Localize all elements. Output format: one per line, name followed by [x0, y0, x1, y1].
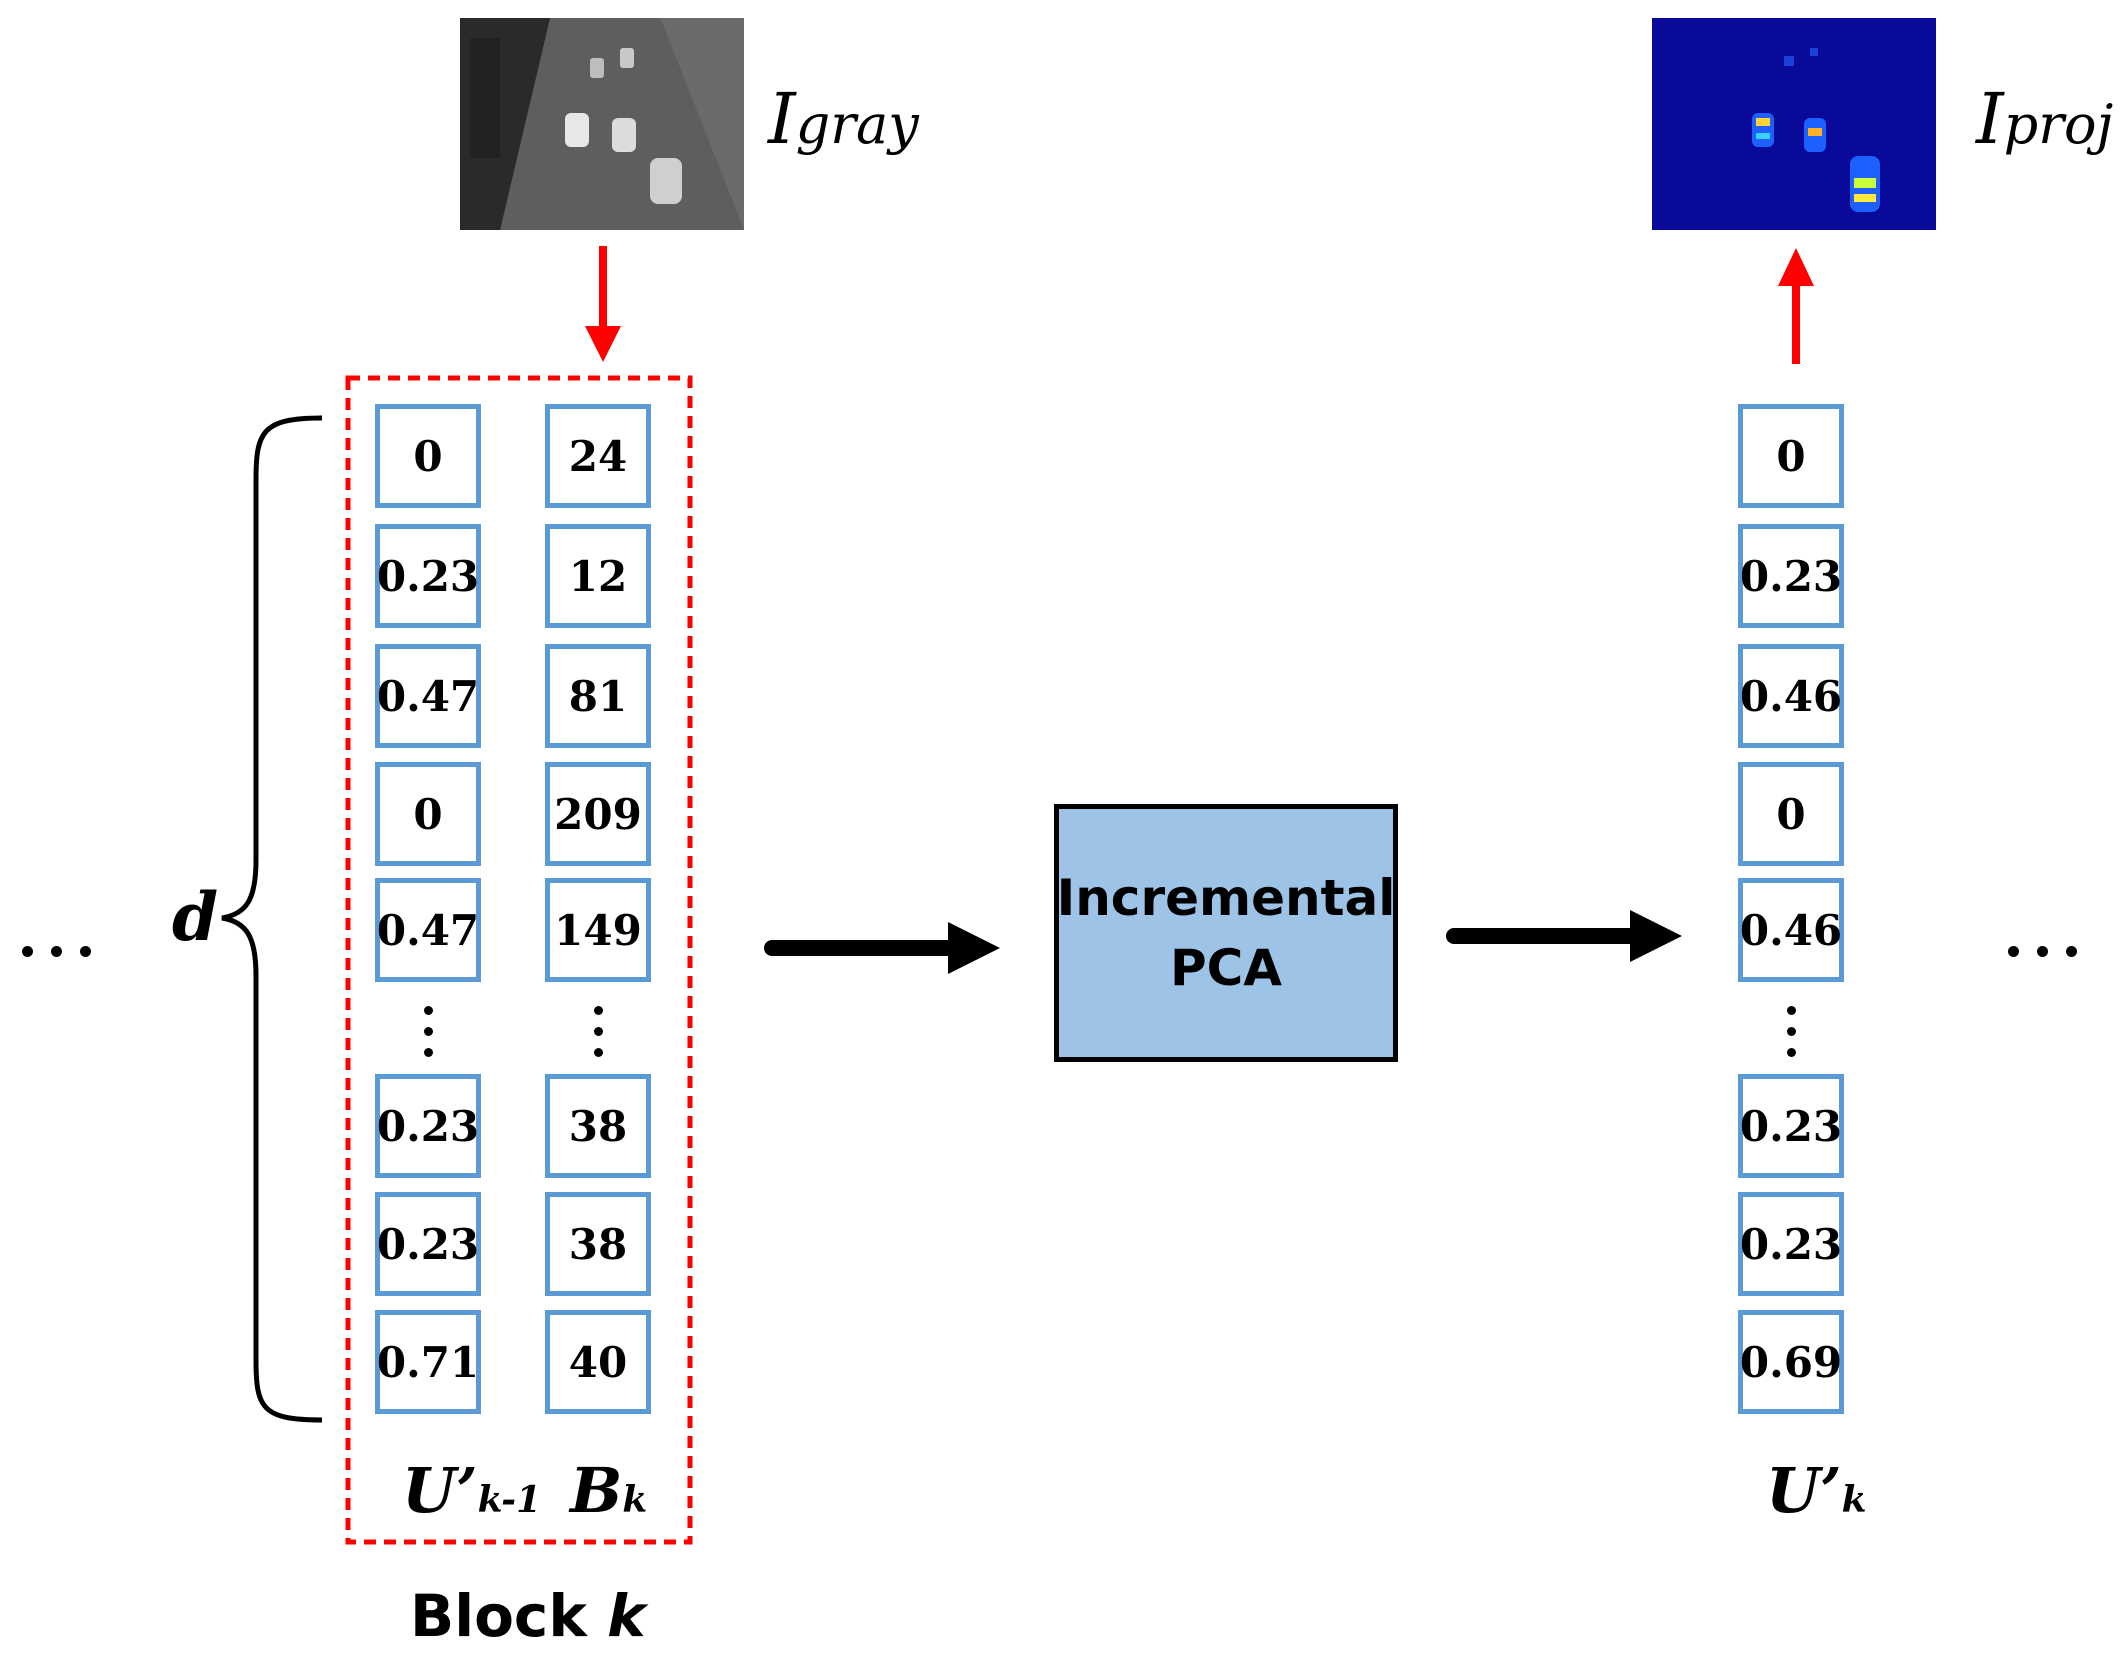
left-cell-2: 0.47	[375, 644, 481, 748]
proj-label-sub: proj	[2003, 93, 2114, 156]
proj-image-label: Iproj	[1976, 78, 2113, 160]
right-cell-3: 0	[1738, 762, 1844, 866]
gray-traffic-scene	[460, 18, 744, 230]
left-cell-1: 0.23	[375, 524, 481, 628]
middle-vertical-ellipsis	[594, 1006, 604, 1069]
right-ellipsis	[2008, 946, 2077, 957]
middle-cell-1: 12	[545, 524, 651, 628]
proj-image	[1652, 18, 1936, 230]
left-vertical-ellipsis	[424, 1006, 434, 1069]
block-label-prefix: Block	[410, 1582, 608, 1650]
red-up-arrow	[1778, 248, 1814, 364]
right-cell-6: 0.23	[1738, 1192, 1844, 1296]
middle-cell-0: 24	[545, 404, 651, 508]
black-arrow-right	[1446, 910, 1682, 962]
middle-cell-6: 38	[545, 1192, 651, 1296]
black-arrow-left	[764, 922, 1000, 974]
incremental-pca-box: Incremental PCA	[1054, 804, 1398, 1062]
gray-label-sub: gray	[795, 93, 919, 156]
left-cell-3: 0	[375, 762, 481, 866]
left-cell-5: 0.23	[375, 1074, 481, 1178]
left-column-label: U’k-1	[402, 1454, 541, 1527]
left-label-main: U’	[402, 1454, 478, 1527]
red-down-arrow	[585, 246, 621, 362]
middle-label-sub: k	[622, 1479, 648, 1521]
proj-label-main: I	[1976, 78, 2004, 160]
block-label: Block k	[410, 1582, 646, 1650]
right-label-main: U’	[1766, 1454, 1842, 1527]
left-cell-7: 0.71	[375, 1310, 481, 1414]
right-vertical-ellipsis	[1787, 1006, 1797, 1069]
proj-heatmap-scene	[1652, 18, 1936, 230]
right-cell-0: 0	[1738, 404, 1844, 508]
pca-line-2: PCA	[1169, 939, 1283, 997]
middle-column-label: Bk	[570, 1454, 647, 1527]
middle-cell-4: 149	[545, 878, 651, 982]
right-cell-7: 0.69	[1738, 1310, 1844, 1414]
middle-cell-7: 40	[545, 1310, 651, 1414]
dimension-label: d	[172, 878, 219, 956]
left-cell-4: 0.47	[375, 878, 481, 982]
curly-brace	[221, 415, 323, 1423]
gray-label-main: I	[768, 78, 796, 160]
right-cell-2: 0.46	[1738, 644, 1844, 748]
middle-label-main: B	[570, 1454, 623, 1527]
pca-line-1: Incremental	[1056, 869, 1396, 927]
block-border	[345, 375, 693, 1545]
right-column-label: U’k	[1766, 1454, 1867, 1527]
middle-cell-3: 209	[545, 762, 651, 866]
left-cell-0: 0	[375, 404, 481, 508]
left-label-sub: k-1	[477, 1479, 542, 1521]
right-cell-1: 0.23	[1738, 524, 1844, 628]
gray-image	[460, 18, 744, 230]
left-cell-6: 0.23	[375, 1192, 481, 1296]
block-label-var: k	[607, 1582, 646, 1650]
right-cell-4: 0.46	[1738, 878, 1844, 982]
middle-cell-5: 38	[545, 1074, 651, 1178]
right-label-sub: k	[1841, 1479, 1867, 1521]
middle-cell-2: 81	[545, 644, 651, 748]
gray-image-label: Igray	[768, 78, 919, 160]
right-cell-5: 0.23	[1738, 1074, 1844, 1178]
left-ellipsis	[22, 946, 91, 957]
